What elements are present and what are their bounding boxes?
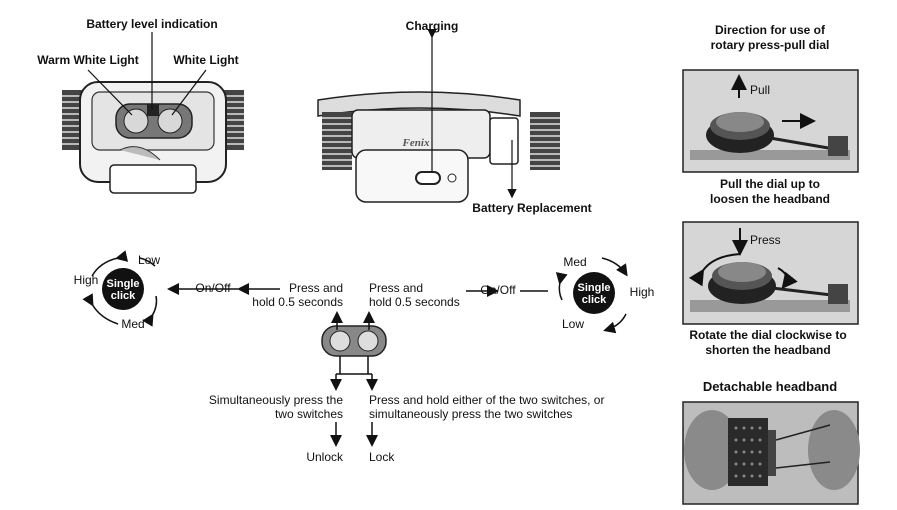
right-mode-cycle [466, 257, 628, 334]
left-mode-cycle [82, 250, 280, 327]
simul-press-line1: Simultaneously press the [209, 393, 343, 407]
pull-caption-line2: loosen the headband [710, 192, 830, 206]
left-single-line2: click [111, 290, 136, 302]
press-label: Press [750, 233, 781, 247]
pull-dial-photo [682, 69, 859, 173]
right-press-line1: Press and [369, 281, 423, 295]
left-low-label: Low [138, 253, 160, 267]
left-press-line1: Press and [289, 281, 343, 295]
right-single-line2: click [582, 294, 607, 306]
right-single-line1: Single [577, 282, 610, 294]
left-single-line1: Single [106, 278, 139, 290]
right-press-line2: hold 0.5 seconds [369, 295, 460, 309]
right-low-label: Low [562, 317, 584, 331]
pull-label: Pull [750, 83, 770, 97]
press-caption-line2: shorten the headband [705, 343, 830, 357]
white-light-label: White Light [173, 53, 238, 67]
brand-logo: Fenix [402, 137, 430, 149]
either-press-line2: simultaneously press the two switches [369, 407, 572, 421]
left-med-label: Med [121, 317, 144, 331]
simul-press-line2: two switches [275, 407, 343, 421]
right-onoff-label: On/Off [480, 283, 516, 297]
left-high-label: High [74, 273, 99, 287]
left-onoff-label: On/Off [195, 281, 231, 295]
right-high-label: High [630, 285, 655, 299]
detachable-headband-photo [682, 401, 860, 505]
battery-level-label: Battery level indication [86, 17, 217, 31]
dial-title-line2: rotary press-pull dial [711, 38, 830, 52]
left-press-line2: hold 0.5 seconds [252, 295, 343, 309]
headlamp-back-view [317, 28, 560, 203]
pull-caption-line1: Pull the dial up to [720, 177, 820, 191]
press-caption-line1: Rotate the dial clockwise to [689, 328, 846, 342]
battery-replacement-label: Battery Replacement [472, 201, 591, 215]
switch-pair-icon [321, 311, 387, 447]
dial-title-line1: Direction for use of [715, 23, 826, 37]
detachable-headband-label: Detachable headband [703, 379, 837, 394]
headlamp-top-view [62, 32, 244, 194]
unlock-label: Unlock [306, 450, 344, 464]
press-dial-photo [682, 221, 859, 325]
charging-label: Charging [406, 19, 459, 33]
warm-white-label: Warm White Light [37, 53, 139, 67]
either-press-line1: Press and hold either of the two switche… [369, 393, 604, 407]
right-med-label: Med [563, 255, 586, 269]
lock-label: Lock [369, 450, 395, 464]
